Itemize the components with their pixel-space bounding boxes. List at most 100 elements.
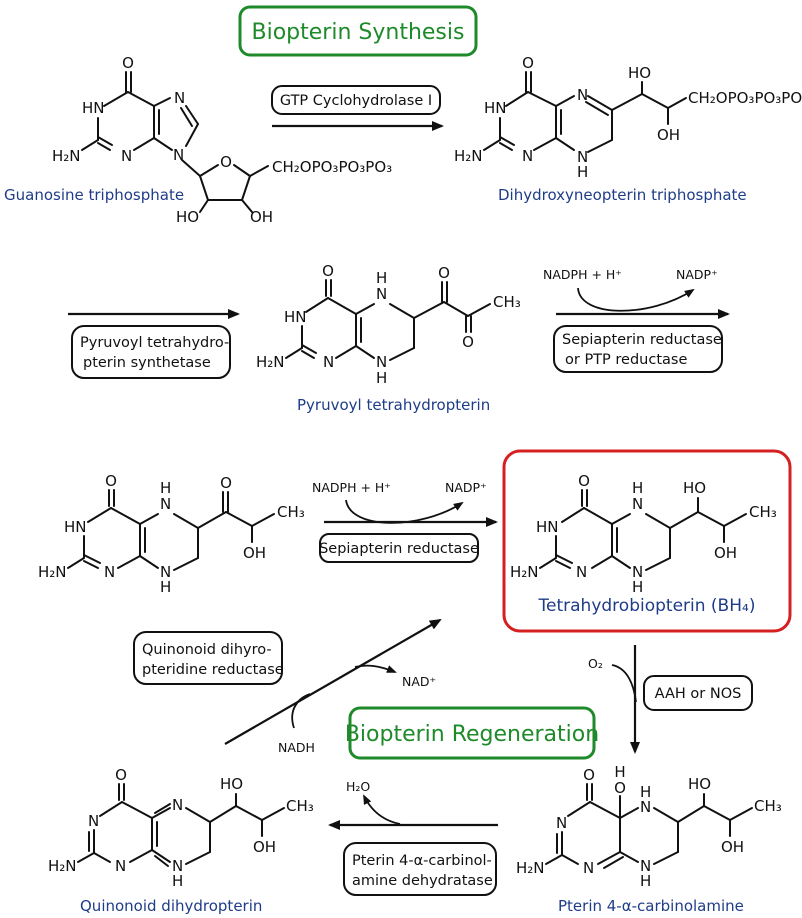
atom-label: N [577, 148, 588, 166]
chemical-bond [173, 513, 199, 529]
chemical-bond [483, 139, 501, 151]
chemical-bond [597, 851, 621, 865]
chemical-bond [641, 93, 669, 109]
atom-label: N [640, 857, 651, 875]
chemical-bond [83, 560, 99, 569]
chemical-bond [99, 801, 123, 817]
chemical-bond [285, 347, 303, 359]
compound-gtp: O HN N N N H₂N O HO OH CH₂OPO₃PO₃PO₃ Gua… [4, 54, 392, 226]
chemical-bond [561, 854, 579, 865]
atom-label: N [172, 857, 183, 875]
chemical-bond [151, 807, 171, 819]
enzyme-box-pcd [343, 842, 497, 896]
chemical-bond [603, 856, 624, 869]
reaction-ptps: Pyruvoyl tetrahydro- pterin synthetase [68, 309, 240, 379]
chemical-bond [199, 164, 219, 177]
cofactor-arrow [345, 499, 464, 524]
chemical-bond [645, 557, 671, 571]
atom-label: N [160, 563, 171, 581]
atom-label: N [104, 563, 115, 581]
atom-label: HN [82, 99, 105, 117]
chemical-bond [355, 303, 375, 315]
chemical-bond [129, 849, 153, 863]
atom-label: H [640, 872, 651, 890]
chemical-bond [153, 137, 173, 151]
compound-name-carbinolamine: Pterin 4-α-carbinolamine [558, 897, 744, 915]
atom-label: H [632, 479, 643, 497]
atom-label: O [578, 472, 590, 490]
cofactor-arrow-o2 [611, 664, 637, 703]
compound-intermediate: O HN H N N N H H₂N O OH CH₃ [38, 472, 305, 596]
chemical-bond [587, 139, 613, 153]
chemical-bond [389, 347, 415, 361]
chemical-bond [555, 95, 575, 107]
enzyme-label: Sepiapterin reductase [319, 541, 479, 557]
chemical-bond [653, 851, 679, 865]
atom-label: N [577, 86, 588, 104]
compound-name-gtp: Guanosine triphosphate [4, 186, 184, 204]
compound-name-qdhp: Quinonoid dihydropterin [80, 897, 262, 915]
chemical-bond [499, 136, 515, 146]
chemical-bond [180, 107, 193, 127]
cofactor-nadp-2: NADP⁺ [445, 480, 487, 495]
atom-label: H₂N [52, 147, 81, 165]
atom-label: O [614, 779, 626, 797]
atom-label: CH₃ [277, 503, 305, 521]
chemical-bond [110, 507, 141, 525]
atom-label: O [105, 472, 117, 490]
chemical-bond [249, 165, 269, 177]
chemical-bond [561, 507, 585, 523]
atom-label: N [88, 812, 99, 830]
chemical-bond [539, 557, 557, 569]
atom-label: OH [253, 838, 276, 856]
chemical-bond [133, 137, 155, 151]
chemical-bond [667, 97, 687, 109]
atom-label: H [160, 578, 171, 596]
chemical-bond [241, 175, 251, 201]
chemical-bond [197, 511, 227, 529]
atom-label: N [522, 147, 533, 165]
chemical-bond [93, 852, 111, 863]
chemical-bond [301, 344, 317, 354]
chemical-bond [235, 805, 263, 821]
compound-name-bh4: Tetrahydrobiopterin (BH₄) [538, 596, 756, 616]
chemical-bond [185, 851, 211, 865]
atom-label: O [115, 766, 127, 784]
chemical-bond [301, 350, 315, 359]
cofactor-nadp-1: NADP⁺ [676, 267, 718, 282]
chemical-bond [97, 136, 113, 146]
atom-label: CH₂OPO₃PO₃PO₃ [688, 89, 802, 107]
atom-label: N [160, 495, 171, 513]
chemical-bond [729, 807, 753, 821]
title-box [348, 706, 596, 760]
enzyme-box-aah-nos [643, 675, 753, 711]
chemical-bond [555, 560, 571, 569]
atom-label: O [122, 54, 134, 72]
chemical-bond [545, 854, 563, 865]
atom-label: N [115, 857, 126, 875]
atom-label: H [376, 369, 387, 387]
atom-label: O [462, 333, 474, 351]
reaction-arrow [224, 619, 442, 745]
atom-label: N [376, 353, 387, 371]
chemical-bond [585, 101, 609, 116]
synthesis-title-text: Biopterin Synthesis [252, 20, 465, 45]
atom-label: H [376, 269, 387, 287]
cofactor-nadph-1: NADPH + H⁺ [543, 267, 622, 282]
chemical-bond [587, 95, 613, 111]
chemical-bond [97, 142, 111, 151]
chemical-bond [305, 297, 329, 313]
chemical-bond [591, 555, 613, 569]
chemical-bond [139, 513, 159, 525]
cofactor-arrow-nadh [291, 693, 311, 729]
chemical-bond [185, 123, 199, 147]
chemical-bond [413, 301, 445, 319]
chemical-bond [533, 137, 557, 151]
enzyme-label-line1: Pyruvoyl tetrahydro- [80, 335, 229, 351]
chemical-bond [173, 557, 199, 571]
compound-name-ptp: Pyruvoyl tetrahydropterin [297, 396, 490, 414]
atom-label: H [614, 763, 625, 781]
atom-label: CH₂OPO₃PO₃PO₃ [272, 158, 392, 176]
atom-label: OH [721, 838, 744, 856]
chemical-bond [81, 139, 99, 151]
